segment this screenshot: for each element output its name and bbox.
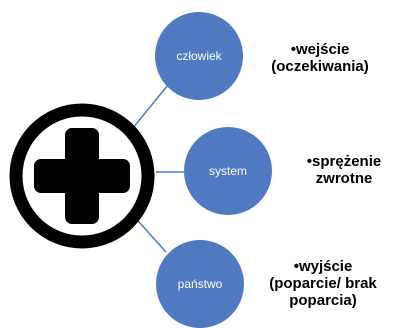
node-label: państwo xyxy=(177,277,223,291)
node-description-panstwo: •wyjście (poparcie/ brak poparcia) xyxy=(250,258,396,309)
node-description-czlowiek: •wejście (oczekiwania) xyxy=(260,41,380,75)
description-line: •wejście xyxy=(290,41,350,58)
node-panstwo: państwo xyxy=(156,240,244,328)
description-line: (poparcie/ brak xyxy=(269,275,377,292)
node-label: człowiek xyxy=(176,49,222,63)
connector-line-top xyxy=(127,84,169,135)
node-system: system xyxy=(184,127,272,215)
plus-in-circle-icon xyxy=(7,101,157,251)
description-line: (oczekiwania) xyxy=(271,58,369,75)
description-line: poparcia) xyxy=(289,292,357,309)
description-line: •sprężenie xyxy=(306,153,382,170)
description-line: •wyjście xyxy=(293,258,353,275)
node-description-system: •sprężenie zwrotne xyxy=(294,153,394,187)
description-line: zwrotne xyxy=(315,170,373,187)
node-label: system xyxy=(208,164,247,178)
node-czlowiek: człowiek xyxy=(155,12,243,100)
